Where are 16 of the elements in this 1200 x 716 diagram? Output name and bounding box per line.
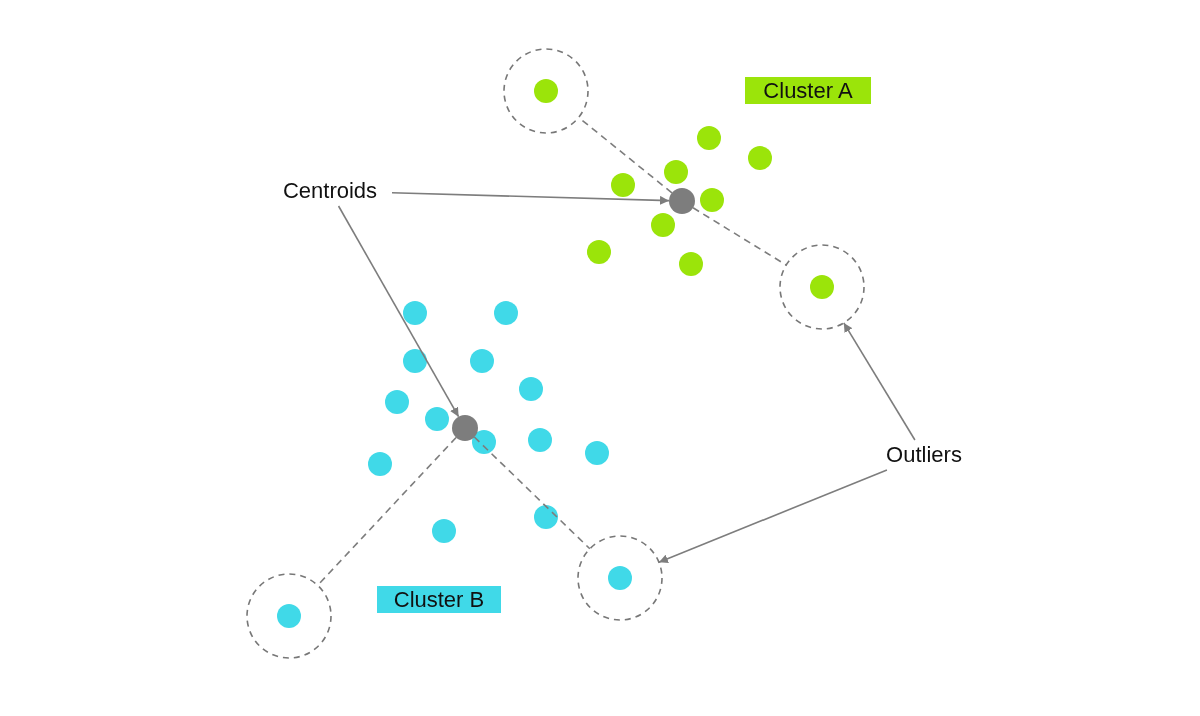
callout-text: Outliers <box>874 440 974 470</box>
centroid-point <box>451 414 479 442</box>
dashed-line <box>692 207 787 266</box>
cluster-label: Cluster B <box>377 586 501 613</box>
outlier-point <box>503 48 589 134</box>
centroid-point <box>668 187 696 215</box>
outlier-point <box>779 244 865 330</box>
arrow <box>391 191 670 205</box>
arrow <box>337 205 460 418</box>
arrow <box>658 469 888 564</box>
arrow <box>843 322 916 441</box>
cluster-label: Cluster A <box>745 77 871 104</box>
outlier-point <box>246 573 332 659</box>
callout-text: Centroids <box>268 176 392 206</box>
outlier-point <box>577 535 663 621</box>
dashed-line <box>473 436 591 550</box>
